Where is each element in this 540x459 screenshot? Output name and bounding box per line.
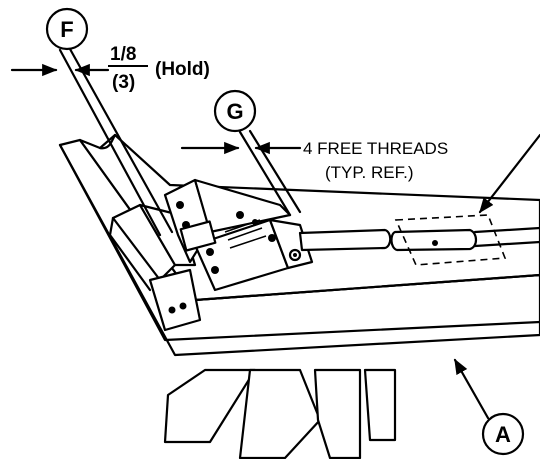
- callout-f: F: [45, 7, 174, 237]
- detail-leader: [478, 133, 540, 214]
- threaded-rod: [298, 226, 540, 252]
- support-legs: [163, 368, 397, 459]
- threads-note-line2: (TYP. REF.): [325, 163, 413, 182]
- detail-box: [394, 214, 507, 266]
- threads-note-line1: 4 FREE THREADS: [303, 139, 448, 158]
- clamp-assembly: [163, 178, 314, 292]
- callout-a-letter: A: [495, 422, 511, 447]
- dimension-hold: 1/8 (3) (Hold): [10, 44, 210, 93]
- dimension-note: (Hold): [155, 59, 210, 80]
- callout-a: A: [453, 358, 525, 456]
- dimension-value: 1/8: [110, 44, 136, 65]
- callout-g-letter: G: [226, 99, 243, 124]
- callout-f-letter: F: [60, 17, 73, 42]
- callout-g: G: [213, 89, 302, 217]
- dimension-metric: (3): [112, 72, 135, 93]
- mounting-bracket: [108, 203, 202, 332]
- threads-note: 4 FREE THREADS (TYP. REF.): [180, 139, 448, 182]
